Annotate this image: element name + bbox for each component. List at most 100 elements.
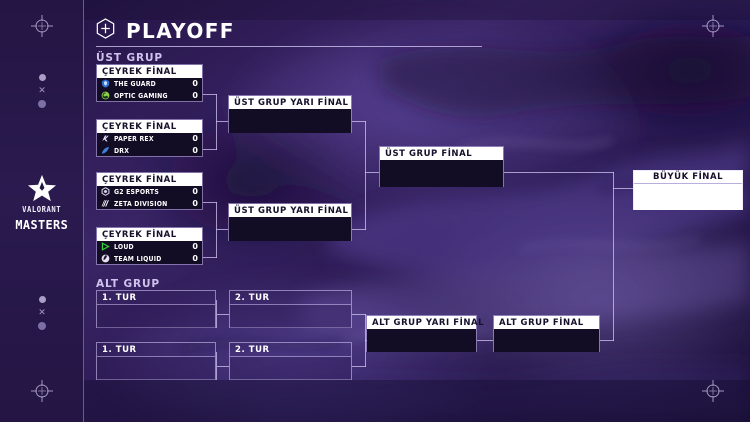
brand-line-2: MASTERS <box>15 217 69 232</box>
team-name: PAPER REX <box>114 134 154 144</box>
team-row[interactable]: ZETA DIVISION 0 <box>97 198 202 210</box>
connector <box>217 314 229 315</box>
team-name: G2 ESPORTS <box>114 187 159 197</box>
dot-icon <box>38 322 46 330</box>
match-box-lower-r2-1[interactable]: 2. TUR <box>229 290 352 328</box>
crosshair-icon <box>30 14 54 43</box>
connector <box>477 340 493 341</box>
connector <box>613 188 614 341</box>
match-title: ÇEYREK FİNAL <box>97 120 202 133</box>
connector <box>203 257 217 258</box>
crosshair-icon <box>701 379 725 408</box>
team-name: ZETA DIVISION <box>114 198 168 208</box>
team-score: 0 <box>192 198 198 208</box>
match-title: 1. TUR <box>97 291 215 305</box>
page-title: PLAYOFF <box>126 19 235 43</box>
team-row[interactable]: G2 ESPORTS 0 <box>97 186 202 198</box>
match-title: ÇEYREK FİNAL <box>97 228 202 241</box>
match-body: PAPER REX 0 DRX 0 <box>97 133 202 156</box>
dot-icon <box>38 296 46 303</box>
team-row[interactable]: THE GUARD 0 <box>97 78 202 90</box>
match-body <box>230 305 351 328</box>
team-row[interactable]: DRX 0 <box>97 145 202 157</box>
match-box-upper-semifinal-1[interactable]: ÜST GRUP YARI FİNAL <box>228 95 352 133</box>
drx-logo-icon <box>101 146 110 155</box>
connector <box>216 94 217 150</box>
match-title: BÜYÜK FİNAL <box>634 171 742 184</box>
match-box-lower-r1-2[interactable]: 1. TUR <box>96 342 216 380</box>
page-header: PLAYOFF <box>96 18 235 44</box>
team-row[interactable]: PAPER REX 0 <box>97 133 202 145</box>
connector <box>352 229 366 230</box>
match-box-qf4[interactable]: ÇEYREK FİNAL LOUD 0 TEAM LIQUID 0 <box>96 227 203 265</box>
connector <box>365 172 379 173</box>
g2-esports-logo-icon <box>101 187 110 197</box>
crosshair-icon <box>701 14 725 43</box>
zeta-division-logo-icon <box>101 199 110 208</box>
match-box-upper-final[interactable]: ÜST GRUP FİNAL <box>379 146 504 187</box>
connector <box>352 366 366 367</box>
connector <box>203 202 217 203</box>
team-name: THE GUARD <box>114 79 156 89</box>
match-box-upper-semifinal-2[interactable]: ÜST GRUP YARI FİNAL <box>228 203 352 241</box>
match-body <box>634 184 742 210</box>
optic-gaming-logo-icon <box>101 91 110 100</box>
match-title: ÇEYREK FİNAL <box>97 65 202 78</box>
x-marker-icon: ✕ <box>38 307 46 317</box>
lower-group-label: ALT GRUP <box>96 278 161 290</box>
crosshair-icon <box>30 379 54 408</box>
team-score: 0 <box>192 145 198 155</box>
rail-marker-top: ✕ <box>38 74 46 108</box>
connector <box>352 121 366 122</box>
team-score: 0 <box>192 253 198 263</box>
team-row[interactable]: LOUD 0 <box>97 241 202 253</box>
team-name: DRX <box>114 145 130 155</box>
connector <box>352 314 366 315</box>
team-name: OPTIC GAMING <box>114 90 168 100</box>
valorant-masters-logo: VALORANT MASTERS <box>0 172 84 232</box>
connector <box>216 229 228 230</box>
team-score: 0 <box>192 90 198 100</box>
match-box-lower-r1-1[interactable]: 1. TUR <box>96 290 216 328</box>
upper-group-label: ÜST GRUP <box>96 52 164 64</box>
match-box-qf3[interactable]: ÇEYREK FİNAL G2 ESPORTS 0 ZETA DIVISION … <box>96 172 203 210</box>
connector <box>613 172 614 188</box>
match-body <box>380 160 503 187</box>
header-divider <box>96 46 482 47</box>
match-title: 1. TUR <box>97 343 215 357</box>
match-body: G2 ESPORTS 0 ZETA DIVISION 0 <box>97 186 202 209</box>
x-marker-icon: ✕ <box>38 85 46 95</box>
match-body: THE GUARD 0 OPTIC GAMING 0 <box>97 78 202 101</box>
match-title: ALT GRUP FİNAL <box>494 316 599 329</box>
match-body <box>367 329 476 352</box>
paper-rex-logo-icon <box>101 134 110 143</box>
dot-icon <box>38 100 46 108</box>
match-box-grand-final[interactable]: BÜYÜK FİNAL <box>633 170 743 210</box>
left-rail <box>0 0 84 422</box>
match-body <box>229 109 351 133</box>
match-box-qf1[interactable]: ÇEYREK FİNAL THE GUARD 0 OPTIC GAMING 0 <box>96 64 203 102</box>
match-box-qf2[interactable]: ÇEYREK FİNAL PAPER REX 0 DRX 0 <box>96 119 203 157</box>
team-liquid-logo-icon <box>101 254 110 263</box>
match-title: 2. TUR <box>230 291 351 305</box>
match-box-lower-final[interactable]: ALT GRUP FİNAL <box>493 315 600 352</box>
team-score: 0 <box>192 187 198 197</box>
team-name: LOUD <box>114 242 134 252</box>
connector <box>365 121 366 230</box>
match-title: ÜST GRUP FİNAL <box>380 147 503 160</box>
match-body <box>97 305 215 328</box>
the-guard-logo-icon <box>101 79 110 88</box>
match-box-lower-r2-2[interactable]: 2. TUR <box>229 342 352 380</box>
match-body: LOUD 0 TEAM LIQUID 0 <box>97 241 202 264</box>
match-box-lower-semifinal[interactable]: ALT GRUP YARI FİNAL <box>366 315 484 352</box>
team-score: 0 <box>192 134 198 144</box>
team-row[interactable]: OPTIC GAMING 0 <box>97 90 202 102</box>
team-row[interactable]: TEAM LIQUID 0 <box>97 253 202 265</box>
connector <box>504 172 614 173</box>
match-title: 2. TUR <box>230 343 351 357</box>
connector <box>600 340 614 341</box>
brand-line-1: VALORANT <box>22 205 62 214</box>
valorant-logo-icon <box>27 174 57 202</box>
connector <box>203 94 217 95</box>
match-body <box>97 357 215 380</box>
